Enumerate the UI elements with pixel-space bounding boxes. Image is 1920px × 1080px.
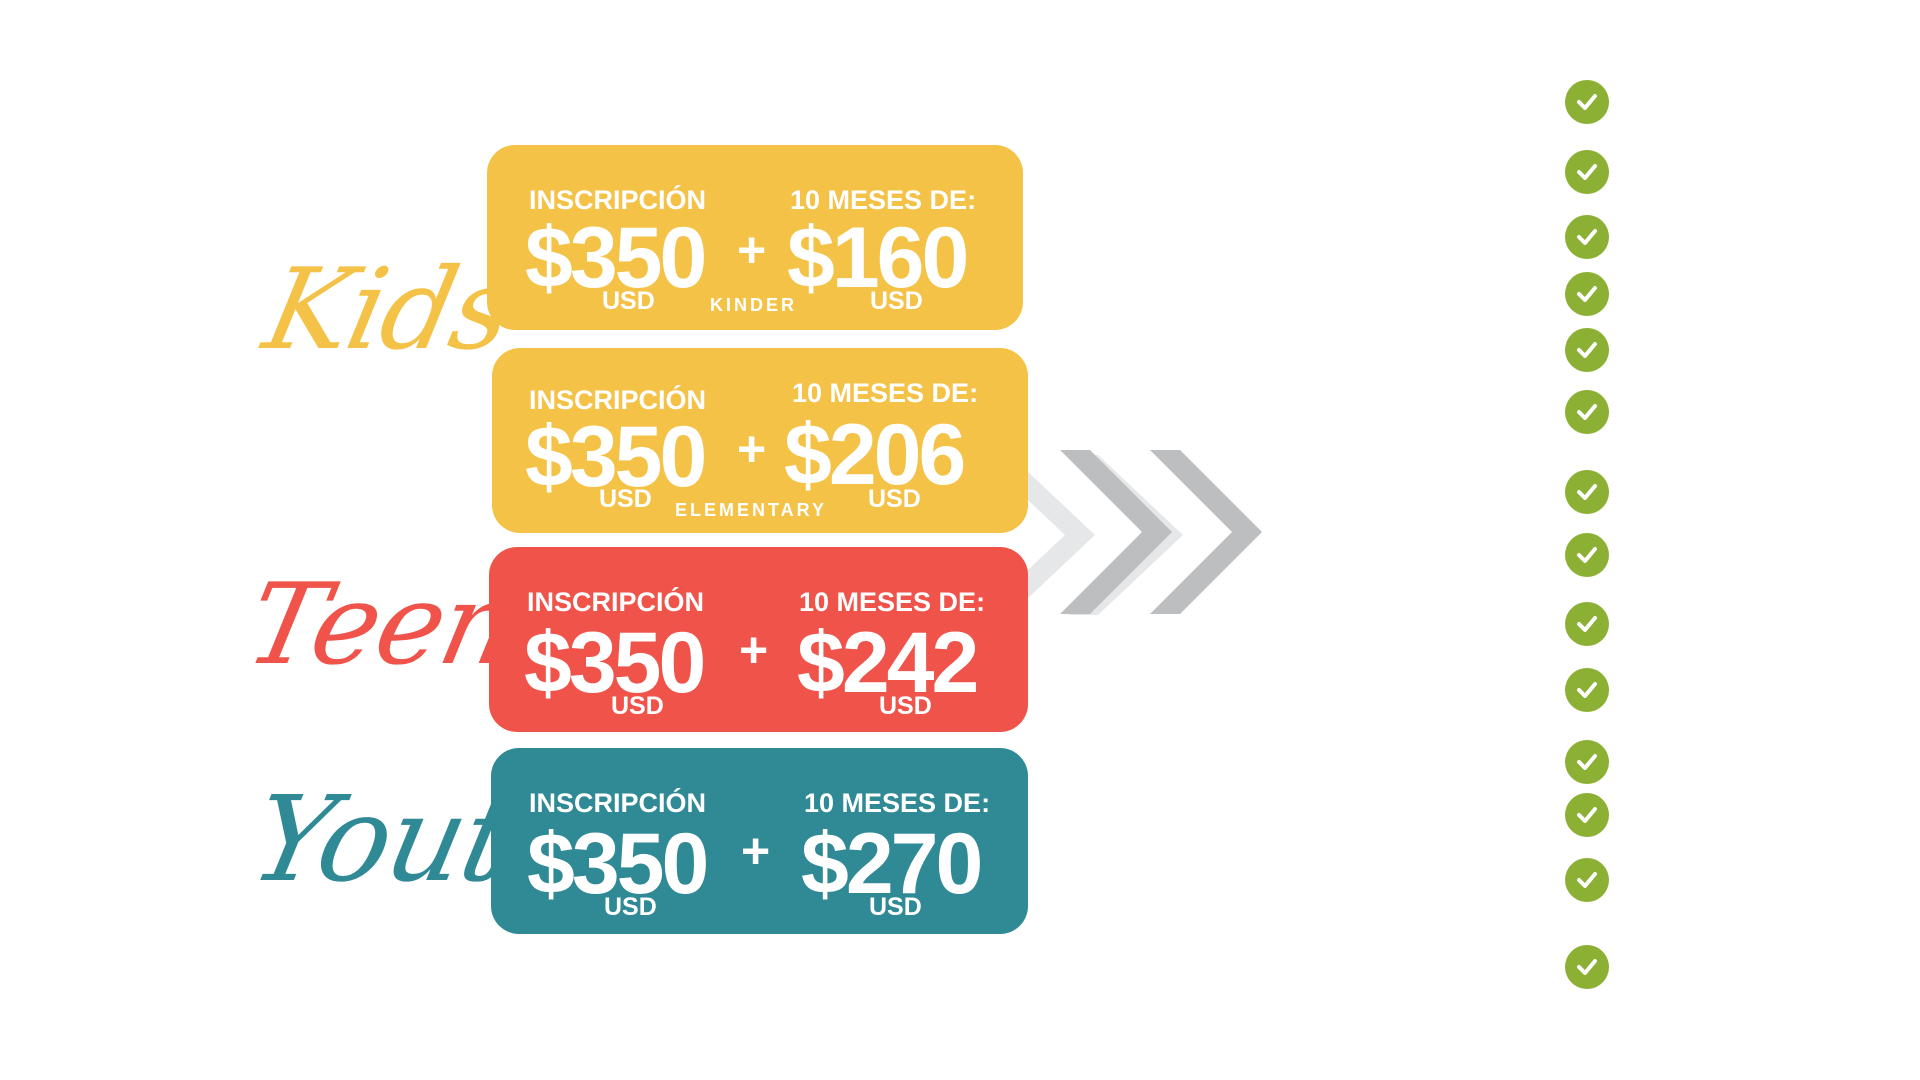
level-label: ELEMENTARY bbox=[675, 500, 828, 520]
check-circle-icon bbox=[1565, 328, 1609, 372]
usd-label: USD bbox=[870, 287, 923, 315]
check-circle-icon bbox=[1565, 793, 1609, 837]
chevron-1 bbox=[1060, 450, 1172, 614]
inscripcion-label: INSCRIPCIÓN bbox=[529, 788, 707, 818]
months-label: 10 MESES DE: bbox=[792, 378, 979, 408]
monthly-price: $242 bbox=[797, 615, 979, 711]
check-circle-icon bbox=[1565, 602, 1609, 646]
plus-sign: + bbox=[737, 222, 767, 278]
inscripcion-label: INSCRIPCIÓN bbox=[527, 587, 705, 617]
check-circle-icon bbox=[1565, 80, 1609, 124]
check-circle-icon bbox=[1565, 272, 1609, 316]
registration-price: $350 bbox=[524, 615, 706, 711]
price-card-youth: INSCRIPCIÓN 10 MESES DE: $350 + $270 USD… bbox=[491, 748, 1028, 934]
monthly-price: $206 bbox=[784, 407, 966, 503]
months-label: 10 MESES DE: bbox=[790, 185, 977, 215]
level-label: KINDER bbox=[710, 295, 798, 315]
chevron-right-icon bbox=[980, 450, 1262, 615]
inscripcion-label: INSCRIPCIÓN bbox=[529, 385, 707, 415]
check-circle-icon bbox=[1565, 945, 1609, 989]
monthly-price: $270 bbox=[801, 816, 983, 912]
usd-label: USD bbox=[604, 893, 657, 921]
chevron-shadow-1 bbox=[980, 455, 1095, 615]
check-circle-icon bbox=[1565, 150, 1609, 194]
usd-label: USD bbox=[602, 287, 655, 315]
check-circle-icon bbox=[1565, 215, 1609, 259]
registration-price: $350 bbox=[525, 210, 707, 306]
usd-label: USD bbox=[879, 692, 932, 720]
plus-sign: + bbox=[741, 823, 771, 879]
price-card-elementary: INSCRIPCIÓN 10 MESES DE: $350 + $206 USD… bbox=[492, 348, 1028, 533]
check-circle-icon bbox=[1565, 533, 1609, 577]
plus-sign: + bbox=[737, 421, 767, 477]
check-circle-icon bbox=[1565, 470, 1609, 514]
check-circle-icon bbox=[1565, 740, 1609, 784]
check-circle-icon bbox=[1565, 668, 1609, 712]
chevron-2 bbox=[1150, 450, 1262, 614]
usd-label: USD bbox=[599, 485, 652, 513]
usd-label: USD bbox=[868, 485, 921, 513]
monthly-price: $160 bbox=[787, 210, 969, 306]
price-card-kinder: INSCRIPCIÓN 10 MESES DE: $350 + $160 USD… bbox=[487, 145, 1023, 330]
usd-label: USD bbox=[869, 893, 922, 921]
plus-sign: + bbox=[739, 622, 769, 678]
check-circle-icon bbox=[1565, 858, 1609, 902]
registration-price: $350 bbox=[527, 816, 709, 912]
kids-label: Kids bbox=[254, 245, 523, 375]
usd-label: USD bbox=[611, 692, 664, 720]
check-circle-icon bbox=[1565, 390, 1609, 434]
registration-price: $350 bbox=[525, 409, 707, 505]
months-label: 10 MESES DE: bbox=[804, 788, 991, 818]
inscripcion-label: INSCRIPCIÓN bbox=[529, 185, 707, 215]
price-card-teens: INSCRIPCIÓN 10 MESES DE: $350 + $242 USD… bbox=[489, 547, 1028, 732]
months-label: 10 MESES DE: bbox=[799, 587, 986, 617]
